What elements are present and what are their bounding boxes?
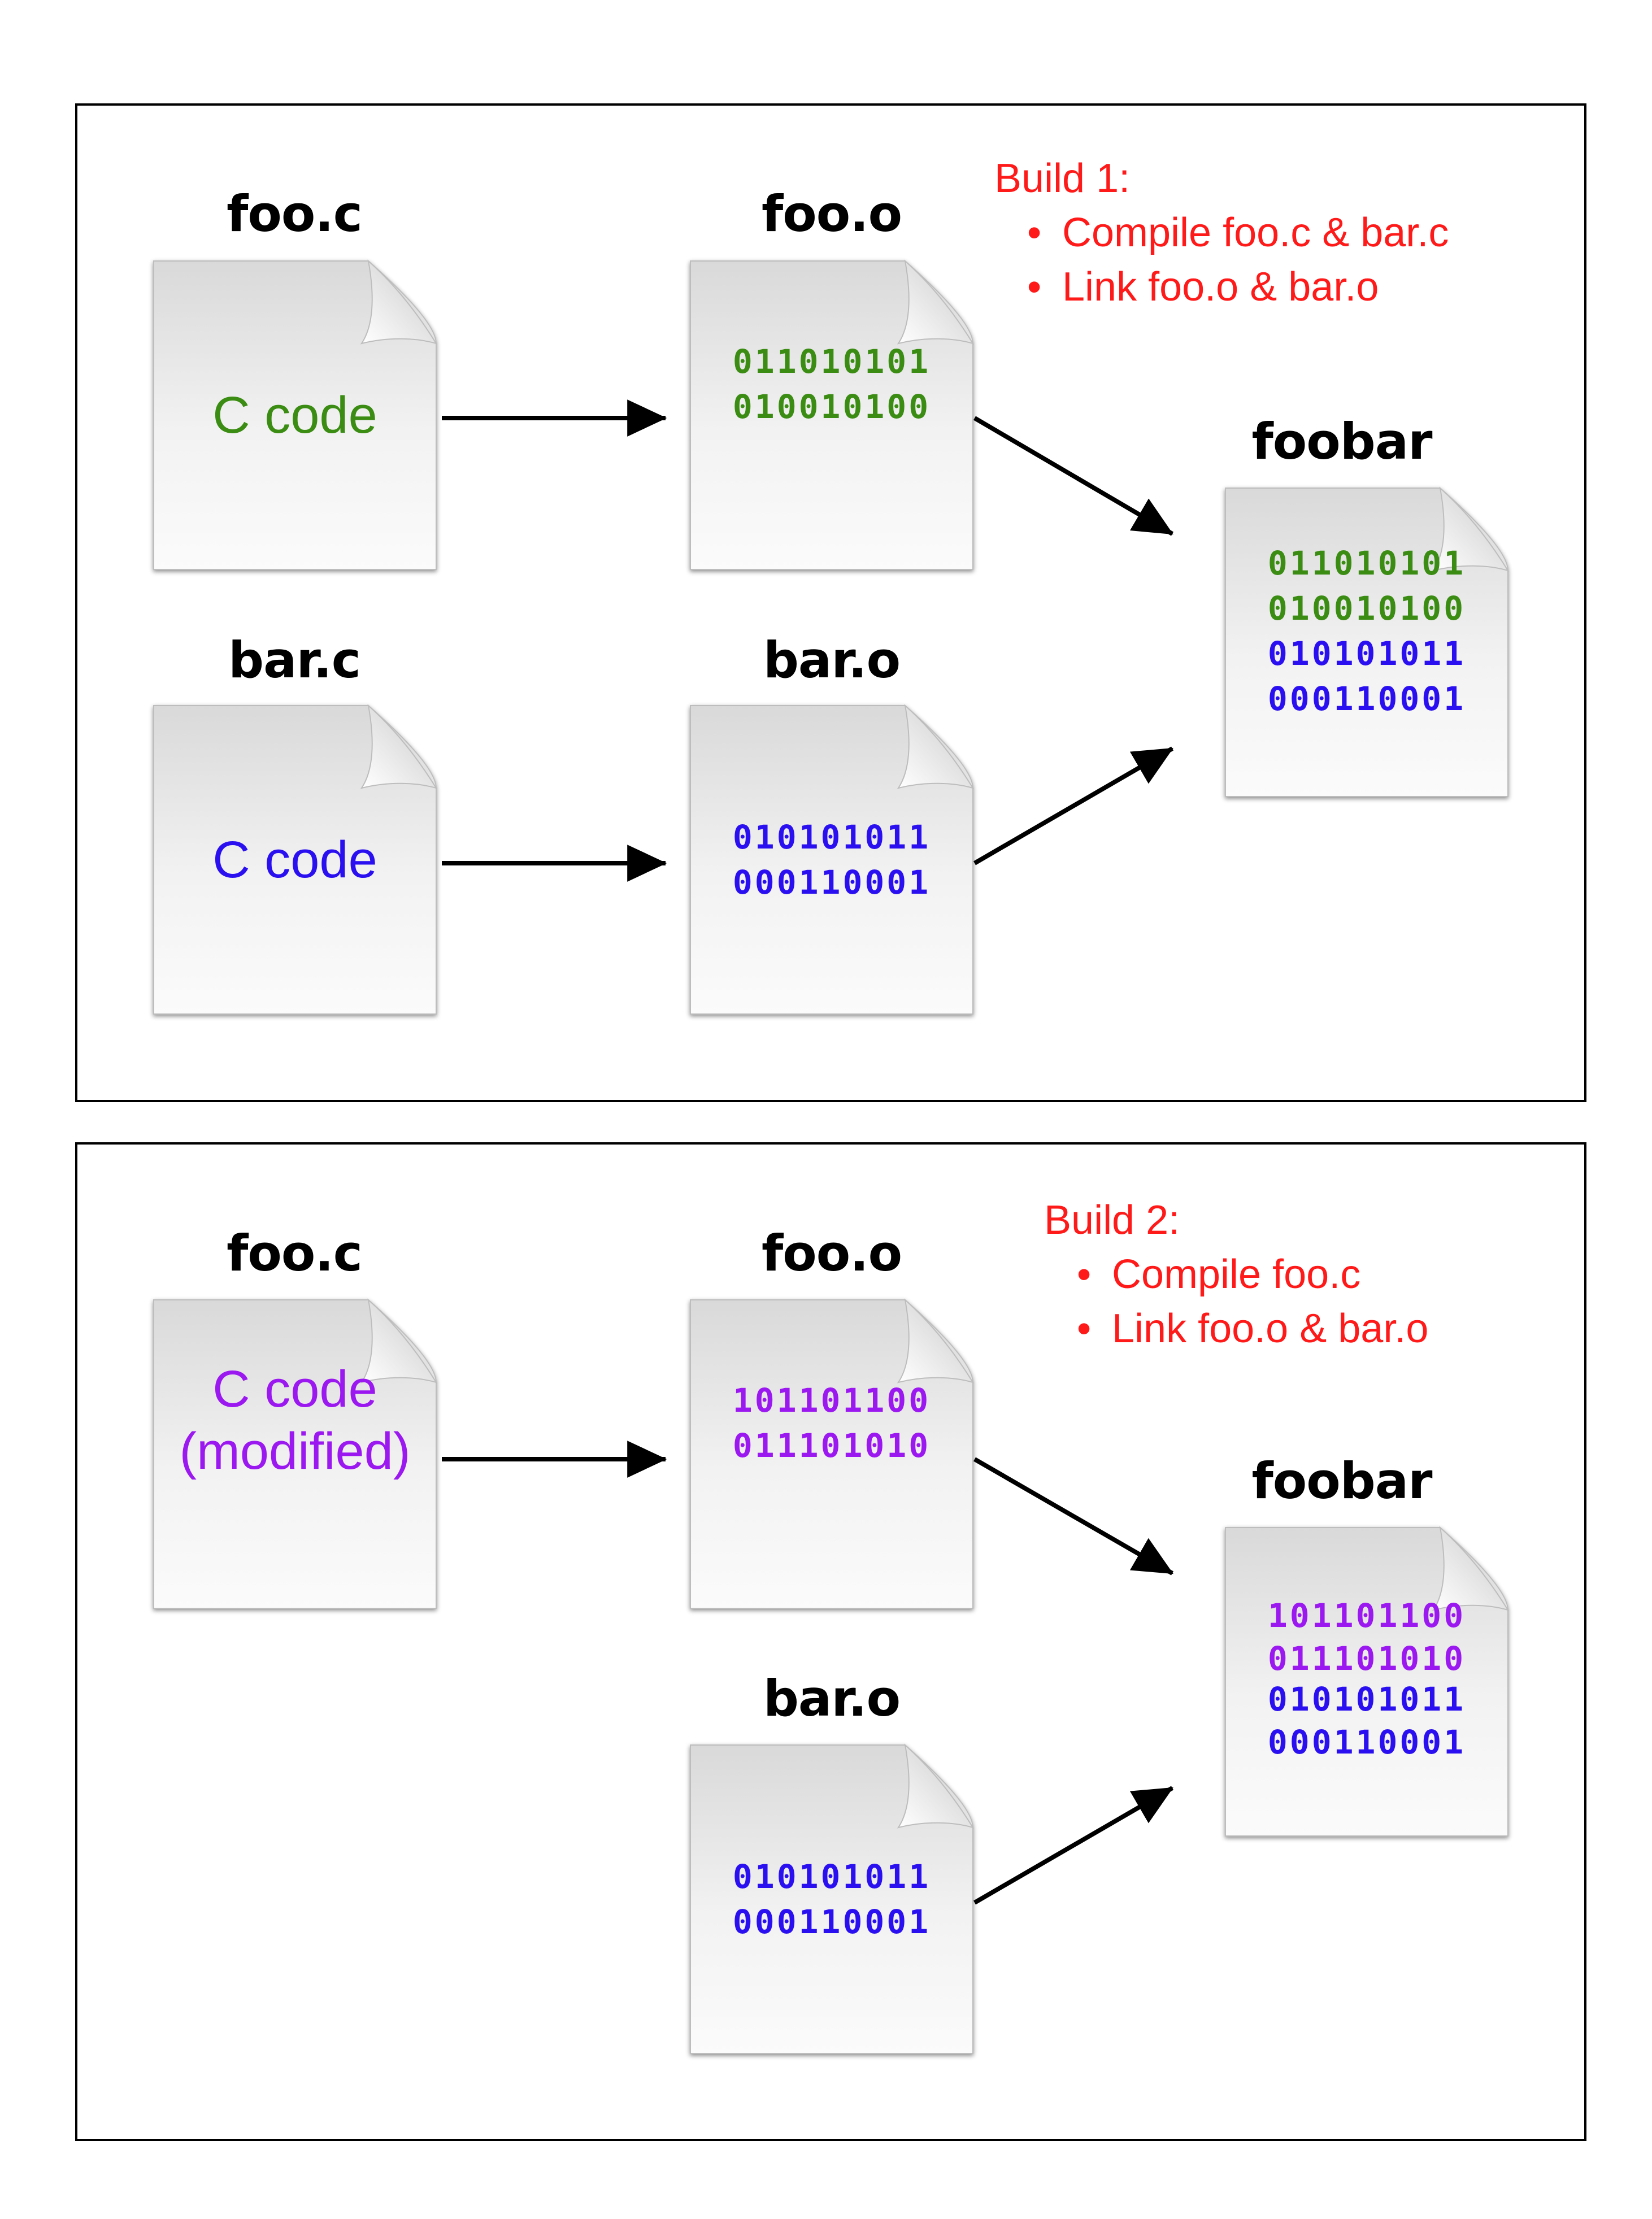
bar-o-document-icon: 010101011 000110001	[688, 1743, 975, 2056]
binary-line: 000110001	[732, 1903, 931, 1941]
foo-o-document-icon: 101101100 011101010	[688, 1298, 975, 1611]
build-2-step: Link foo.o & bar.o	[1077, 1302, 1428, 1356]
build-2-step: Compile foo.c	[1077, 1247, 1428, 1302]
build-2-notes: Build 2: Compile foo.c Link foo.o & bar.…	[1044, 1193, 1428, 1356]
binary-line: 011101010	[1267, 1639, 1466, 1678]
bar-o-filename: bar.o	[763, 1669, 901, 1728]
binary-line: 000110001	[732, 863, 931, 902]
foo-c-filename: foo.c	[227, 1224, 363, 1282]
binary-line: 010101011	[732, 818, 931, 856]
binary-line: 011010101	[732, 342, 931, 381]
foo-o-filename: foo.o	[761, 1224, 902, 1282]
binary-line: 000110001	[1267, 680, 1466, 718]
foobar-document-icon: 011010101 010010100 010101011 000110001	[1223, 486, 1510, 799]
foo-c-content-line: C code	[212, 1360, 377, 1418]
foobar-document-icon: 101101100 011101010 010101011 000110001	[1223, 1525, 1510, 1838]
binary-line: 000110001	[1267, 1723, 1466, 1761]
foo-o-filename: foo.o	[761, 185, 902, 243]
bar-o-document-icon: 010101011 000110001	[688, 703, 975, 1016]
foobar-filename: foobar	[1251, 412, 1433, 471]
binary-line: 101101100	[732, 1381, 931, 1420]
binary-line: 101101100	[1267, 1596, 1466, 1635]
bar-c-filename: bar.c	[228, 631, 361, 689]
build-1-notes: Build 1: Compile foo.c & bar.c Link foo.…	[994, 151, 1449, 314]
build-1-title: Build 1:	[994, 156, 1131, 201]
foo-c-content-line: (modified)	[179, 1422, 411, 1480]
binary-line: 010010100	[1267, 589, 1466, 628]
bar-c-content: C code	[212, 830, 377, 889]
foo-o-document-icon: 011010101 010010100	[688, 259, 975, 572]
foo-c-content: C code	[212, 386, 377, 444]
foo-c-filename: foo.c	[227, 185, 363, 243]
binary-line: 010101011	[1267, 634, 1466, 673]
bar-c-document-icon: C code	[151, 703, 438, 1016]
binary-line: 010101011	[732, 1857, 931, 1896]
build-1-step: Compile foo.c & bar.c	[1027, 206, 1449, 260]
binary-line: 011010101	[1267, 544, 1466, 582]
build-2-title: Build 2:	[1044, 1198, 1180, 1243]
foo-c-document-icon: C code	[151, 259, 438, 572]
foobar-filename: foobar	[1251, 1452, 1433, 1510]
binary-line: 011101010	[732, 1426, 931, 1465]
binary-line: 010010100	[732, 388, 931, 426]
build-1-step: Link foo.o & bar.o	[1027, 260, 1449, 314]
binary-line: 010101011	[1267, 1680, 1466, 1718]
bar-o-filename: bar.o	[763, 631, 901, 689]
foo-c-modified-document-icon: C code (modified)	[151, 1298, 438, 1611]
